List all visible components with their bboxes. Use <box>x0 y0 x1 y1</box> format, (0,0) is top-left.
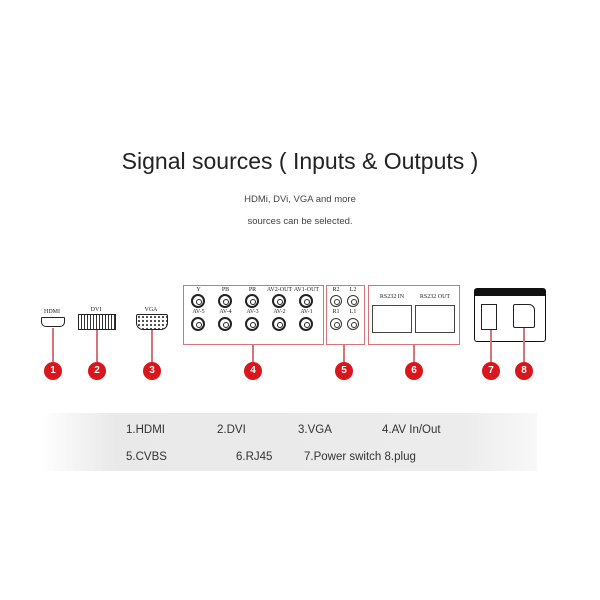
callout-line <box>523 328 525 362</box>
bnc-port-icon <box>245 294 259 308</box>
av-port-group <box>183 285 324 345</box>
subtitle-line-2: sources can be selected. <box>247 216 353 227</box>
bnc-port-icon <box>272 317 286 331</box>
av-top-label: PR <box>248 287 257 293</box>
callout-number: 7 <box>482 362 500 380</box>
power-panel <box>474 288 546 342</box>
bnc-port-icon <box>299 294 313 308</box>
callout-line <box>490 330 492 362</box>
vga-label: VGA <box>144 307 158 313</box>
av-top-label: AV2-OUT <box>266 287 293 293</box>
av-bottom-label: AV-4 <box>219 309 232 315</box>
bnc-port-icon <box>299 317 313 331</box>
subtitle-line-1: HDMi, DVi, VGA and more <box>244 194 356 205</box>
cvbs-label: R2 <box>332 287 340 293</box>
bnc-port-icon <box>245 317 259 331</box>
cvbs-label: L1 <box>349 309 357 315</box>
callout-line <box>52 328 54 362</box>
legend-item: 2.DVI <box>217 424 246 436</box>
hdmi-label: HDMI <box>44 309 60 315</box>
callout-line <box>343 344 345 362</box>
dvi-port-icon <box>78 314 116 330</box>
callout-number: 1 <box>44 362 62 380</box>
power-switch-icon <box>481 304 497 330</box>
power-plug-icon <box>513 304 535 328</box>
bnc-port-icon <box>218 294 232 308</box>
rca-port-icon <box>330 295 342 307</box>
legend-item: 5.CVBS <box>126 451 167 463</box>
page-title: Signal sources ( Inputs & Outputs ) <box>121 148 479 174</box>
av-top-label: Y <box>196 287 201 293</box>
bnc-port-icon <box>272 294 286 308</box>
rj45-port-icon <box>415 305 455 333</box>
av-bottom-label: AV-1 <box>300 309 313 315</box>
vga-port-icon <box>136 314 168 330</box>
callout-line <box>413 344 415 362</box>
rca-port-icon <box>347 295 359 307</box>
rs232-out-label: RS232 OUT <box>419 294 451 300</box>
rj45-port-icon <box>372 305 412 333</box>
cvbs-label: R1 <box>332 309 340 315</box>
legend-band <box>40 413 537 471</box>
av-top-label: PB <box>221 287 230 293</box>
cvbs-label: L2 <box>349 287 357 293</box>
callout-line <box>252 344 254 362</box>
av-top-label: AV1-OUT <box>293 287 320 293</box>
callout-number: 8 <box>515 362 533 380</box>
callout-number: 4 <box>244 362 262 380</box>
callout-number: 5 <box>335 362 353 380</box>
dvi-label: DVI <box>90 307 102 313</box>
bnc-port-icon <box>218 317 232 331</box>
bnc-port-icon <box>191 294 205 308</box>
av-bottom-label: AV-5 <box>192 309 205 315</box>
callout-line <box>151 330 153 362</box>
av-bottom-label: AV-3 <box>246 309 259 315</box>
callout-number: 3 <box>143 362 161 380</box>
legend-item: 1.HDMI <box>126 424 165 436</box>
legend-item: 3.VGA <box>298 424 332 436</box>
cvbs-port-group <box>326 285 365 345</box>
callout-line <box>96 330 98 362</box>
legend-item: 4.AV In/Out <box>382 424 441 436</box>
rca-port-icon <box>330 318 342 330</box>
callout-number: 2 <box>88 362 106 380</box>
legend-item: 6.RJ45 <box>236 451 273 463</box>
rs232-in-label: RS232 IN <box>379 294 405 300</box>
hdmi-port-icon <box>41 317 65 327</box>
av-bottom-label: AV-2 <box>273 309 286 315</box>
bnc-port-icon <box>191 317 205 331</box>
callout-number: 6 <box>405 362 423 380</box>
legend-item: 7.Power switch 8.plug <box>304 451 416 463</box>
rca-port-icon <box>347 318 359 330</box>
